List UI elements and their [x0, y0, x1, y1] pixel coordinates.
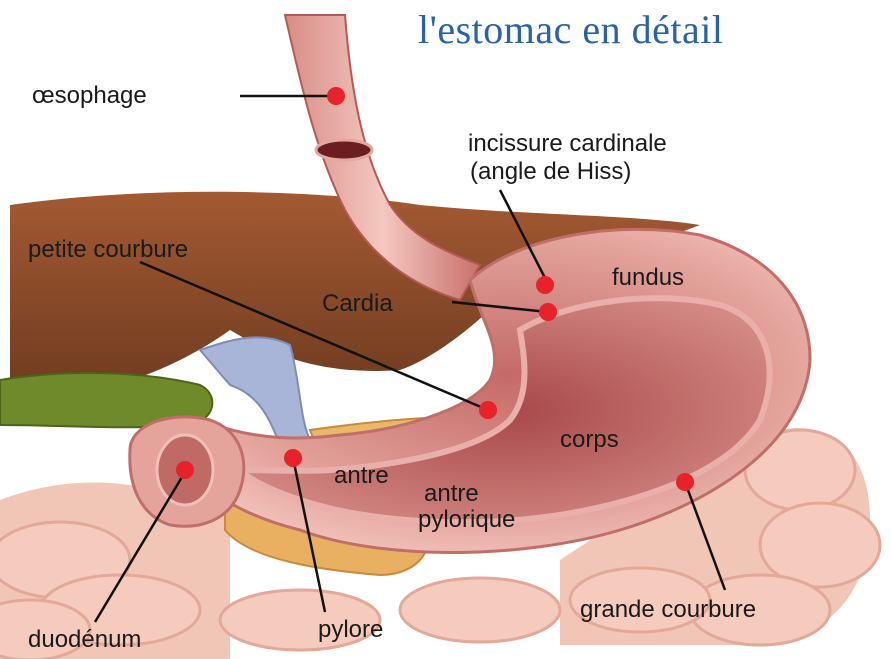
label-cardia: Cardia [322, 290, 393, 318]
label-duodenum: duodénum [28, 626, 141, 654]
label-fundus: fundus [612, 264, 684, 292]
label-corps: corps [560, 426, 619, 454]
label-incissure-cardinale: incissure cardinale [468, 130, 667, 158]
label-angle-de-hiss: (angle de Hiss) [470, 158, 631, 186]
marker-pylore [284, 449, 302, 467]
label-petite-courbure: petite courbure [28, 236, 188, 264]
marker-grande-courbure [676, 473, 694, 491]
esophagus-cut [316, 140, 372, 160]
marker-cardia [539, 303, 557, 321]
marker-duodenum [176, 461, 194, 479]
label-grande-courbure: grande courbure [580, 596, 756, 624]
label-antre: antre [334, 462, 389, 490]
marker-incissure [536, 276, 554, 294]
label-pylore: pylore [318, 616, 383, 644]
marker-oesophage [327, 87, 345, 105]
label-antre-pylorique-2: pylorique [418, 506, 515, 534]
marker-petite-courbure [479, 401, 497, 419]
label-oesophage: œsophage [32, 82, 147, 110]
diagram-title: l'estomac en détail [418, 6, 723, 53]
label-antre-pylorique-1: antre [424, 480, 479, 508]
